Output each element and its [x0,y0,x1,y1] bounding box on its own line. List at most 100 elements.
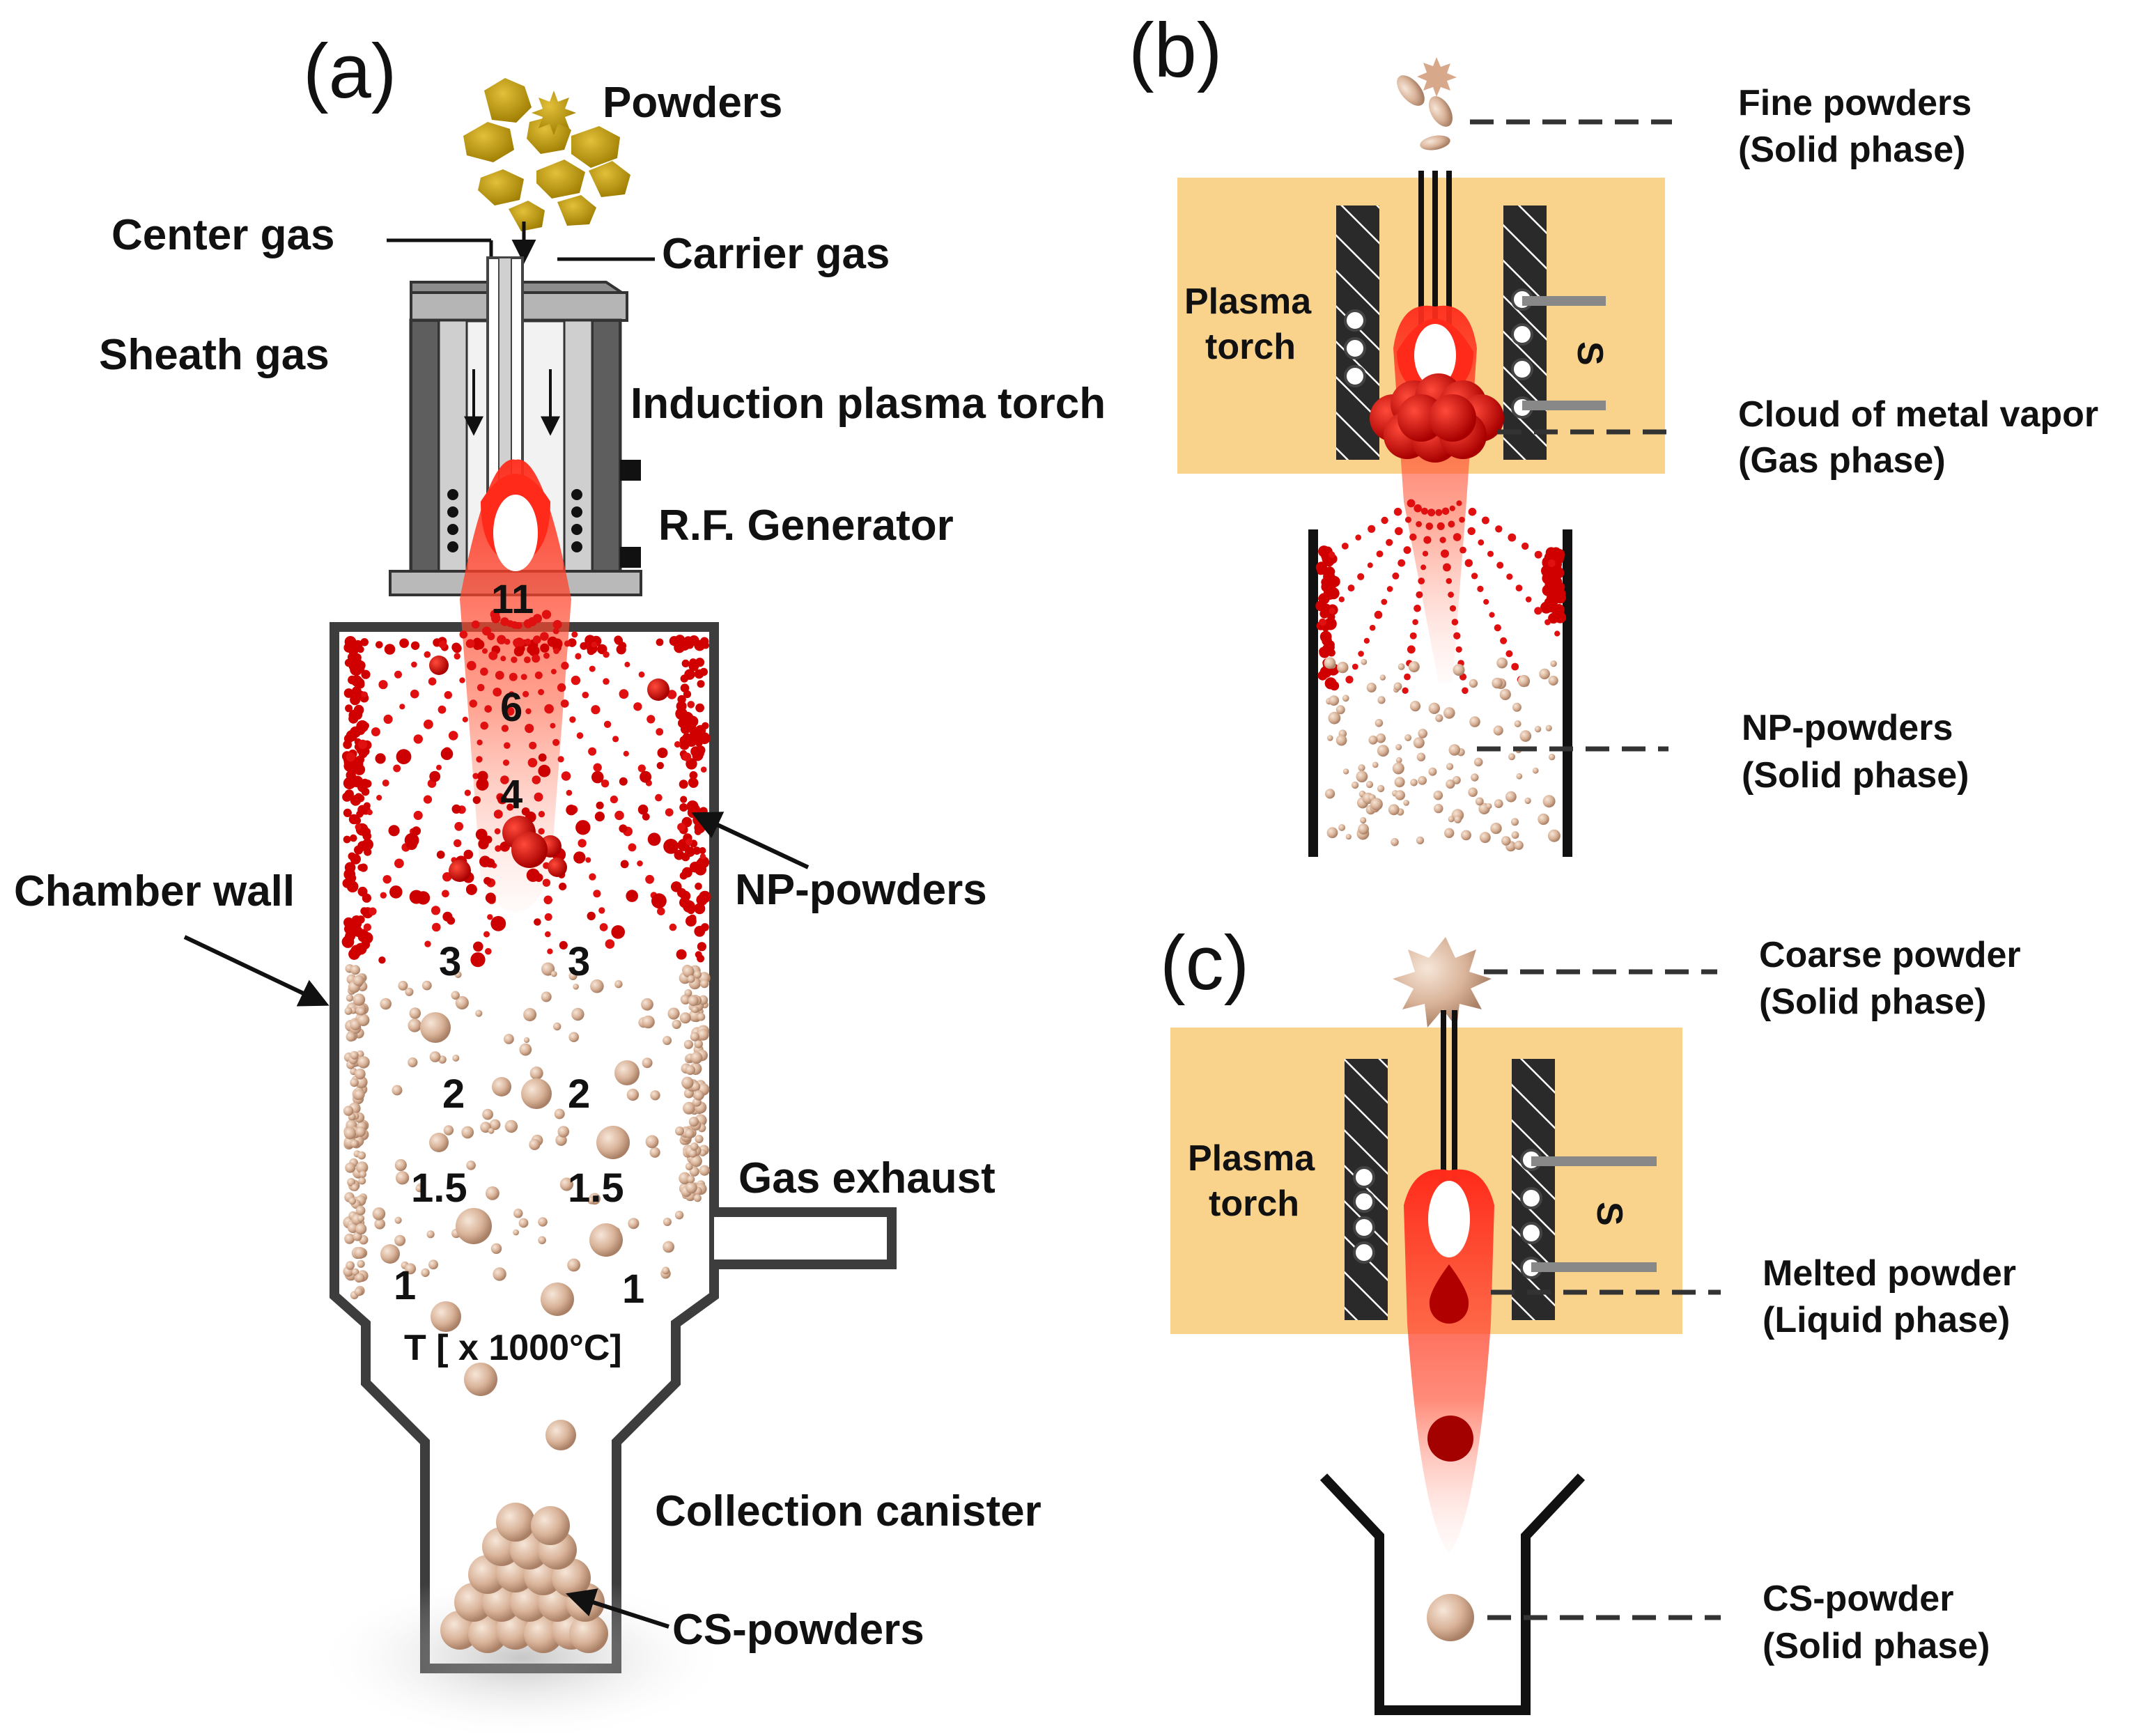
np-particle [487,914,493,920]
np-particle [1449,505,1455,511]
np-particle [1420,564,1427,571]
np-particle [388,825,400,837]
np-particle [699,667,708,676]
np-particle [540,632,549,641]
np-particle-solid [1372,761,1379,768]
np-particle [620,860,629,869]
np-particle [471,620,480,629]
np-particle [1435,509,1443,516]
cs-particle [557,1126,570,1138]
np-particle [409,890,424,904]
np-particle [462,716,468,722]
np-particle [353,640,363,650]
np-particle [348,675,357,685]
cs-particle [358,1177,366,1185]
np-particle [532,775,541,784]
np-particle [605,939,615,949]
cs-particle-large [521,1078,552,1109]
np-particle [1534,550,1542,559]
np-particle [389,885,403,899]
np-particle [1464,559,1473,567]
np-particle [410,641,420,650]
np-particle [500,656,506,662]
np-particle [1393,507,1402,516]
np-particle [587,911,596,921]
np-particle [424,940,431,947]
np-particle [454,839,462,848]
cs-particle [405,1263,417,1275]
coarse-phase: (Solid phase) [1759,982,1986,1022]
np-particle [642,813,650,821]
np-particle [596,801,604,809]
cs-particle [461,1126,474,1139]
np-particle-solid [1379,674,1386,681]
np-particle [591,642,597,648]
np-particle [350,658,363,672]
cs-particle [489,1119,501,1131]
induction-torch-label: Induction plasma torch [630,380,1106,428]
np-particle [1459,546,1466,554]
np-particle-solid [1326,827,1338,839]
np-particle [429,770,441,782]
np-particle-solid [1505,791,1517,803]
np-particle [576,732,584,739]
cs-particle [504,1034,514,1044]
cs-particle [351,1268,359,1276]
cs-particle [690,1155,702,1168]
np-particle-solid [1370,798,1383,811]
cs-particle [493,1267,506,1281]
np-particle [1319,618,1326,626]
cs-particle [683,1101,695,1115]
cs-particle [573,984,579,990]
np-particle [697,942,707,952]
cs-particle [513,1229,519,1236]
np-particle-solid [1376,733,1386,743]
np-powders-arrow [691,812,810,869]
vapor-blob [1429,394,1476,442]
cs-particle [374,1218,385,1230]
cs-particle-large [456,1208,492,1244]
cs-particle [662,1266,670,1275]
cs-particle [354,1287,363,1296]
np-particle [378,680,388,690]
np-particle [680,683,690,692]
np-particle [436,764,442,770]
temperature-value: 2 [442,1071,465,1117]
cs-particle [392,1085,403,1096]
cs-particle [452,1054,460,1062]
np-particle [1352,663,1358,670]
np-particle [591,770,604,784]
np-particle-solid [1397,663,1405,670]
np-particle [541,610,552,619]
np-particle-solid [1508,753,1515,761]
melted-powder-sphere [1427,1416,1473,1462]
np-particle [529,741,537,750]
np-particle [504,638,511,645]
np-particle [1321,552,1329,560]
np-particle [619,824,628,833]
np-particle [423,795,433,804]
np-particle [571,631,578,638]
np-particle [680,674,688,683]
cs-particle [355,1273,365,1282]
np-particle [1427,509,1436,517]
np-particle-solid [1391,838,1399,846]
np-particle [543,895,552,905]
melted-phase: (Liquid phase) [1763,1300,2010,1340]
np-particle [1489,612,1495,618]
np-particle-solid [1395,790,1405,800]
np-particle-solid [1325,789,1335,799]
np-particle-solid [1454,815,1462,823]
sheath-gas-label: Sheath gas [99,331,330,379]
np-particle [363,923,372,931]
np-particle [1494,624,1501,632]
np-particle [1347,584,1355,592]
np-particle [1403,546,1411,555]
np-particle [410,689,419,699]
np-particle-solid [1394,777,1405,788]
np-particle [376,795,382,801]
rf-generator-label: R.F. Generator [658,502,954,550]
cs-particle [614,980,623,989]
np-particle [1319,609,1329,619]
np-particle-solid [1434,803,1443,814]
